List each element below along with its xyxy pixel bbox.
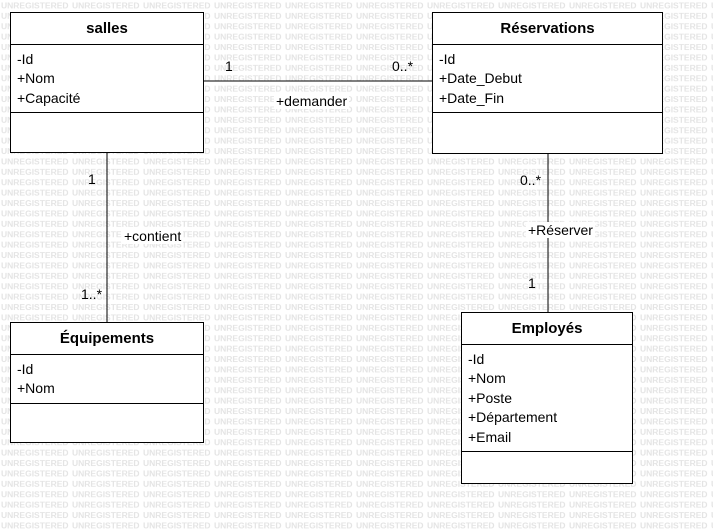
association-name-reserver: +Réserver — [526, 222, 595, 238]
attribute: -Id — [439, 51, 456, 67]
attribute: +Date_Fin — [439, 89, 504, 106]
association-name-contient: +contient — [122, 228, 184, 244]
multiplicity-reserver-source: 0..* — [520, 172, 542, 188]
attribute: +Nom — [17, 380, 55, 397]
class-reservations-name: Réservations — [433, 13, 662, 45]
class-employes[interactable]: Employés -Id +Nom +Poste +Département +E… — [461, 312, 633, 484]
attribute: -Id — [468, 351, 485, 367]
class-reservations-operations — [433, 113, 662, 153]
class-reservations-attributes: -Id +Date_Debut +Date_Fin — [433, 45, 662, 114]
class-reservations[interactable]: Réservations -Id +Date_Debut +Date_Fin — [432, 12, 663, 154]
attribute: +Nom — [468, 370, 506, 387]
attribute: +Capacité — [17, 89, 81, 106]
attribute: +Nom — [17, 70, 55, 87]
class-equipements-operations — [11, 404, 203, 442]
attribute: +Département — [468, 409, 558, 426]
attribute: -Id — [17, 51, 34, 67]
class-salles[interactable]: salles -Id +Nom +Capacité — [10, 12, 204, 153]
multiplicity-demander-target: 0..* — [392, 58, 414, 74]
multiplicity-contient-target: 1..* — [81, 286, 103, 302]
attribute: +Poste — [468, 389, 512, 406]
attribute: -Id — [17, 361, 34, 377]
attribute: +Email — [468, 428, 512, 445]
multiplicity-contient-source: 1 — [88, 171, 96, 187]
class-equipements[interactable]: Équipements -Id +Nom — [10, 322, 204, 443]
class-equipements-attributes: -Id +Nom — [11, 355, 203, 404]
association-name-demander: +demander — [274, 93, 350, 109]
class-employes-attributes: -Id +Nom +Poste +Département +Email — [462, 345, 632, 453]
multiplicity-reserver-target: 1 — [528, 275, 536, 291]
class-employes-operations — [462, 452, 632, 483]
multiplicity-demander-source: 1 — [225, 58, 233, 74]
class-salles-attributes: -Id +Nom +Capacité — [11, 45, 203, 114]
class-salles-name: salles — [11, 13, 203, 45]
attribute: +Date_Debut — [439, 70, 522, 87]
class-equipements-name: Équipements — [11, 323, 203, 355]
class-salles-operations — [11, 113, 203, 152]
class-employes-name: Employés — [462, 313, 632, 345]
